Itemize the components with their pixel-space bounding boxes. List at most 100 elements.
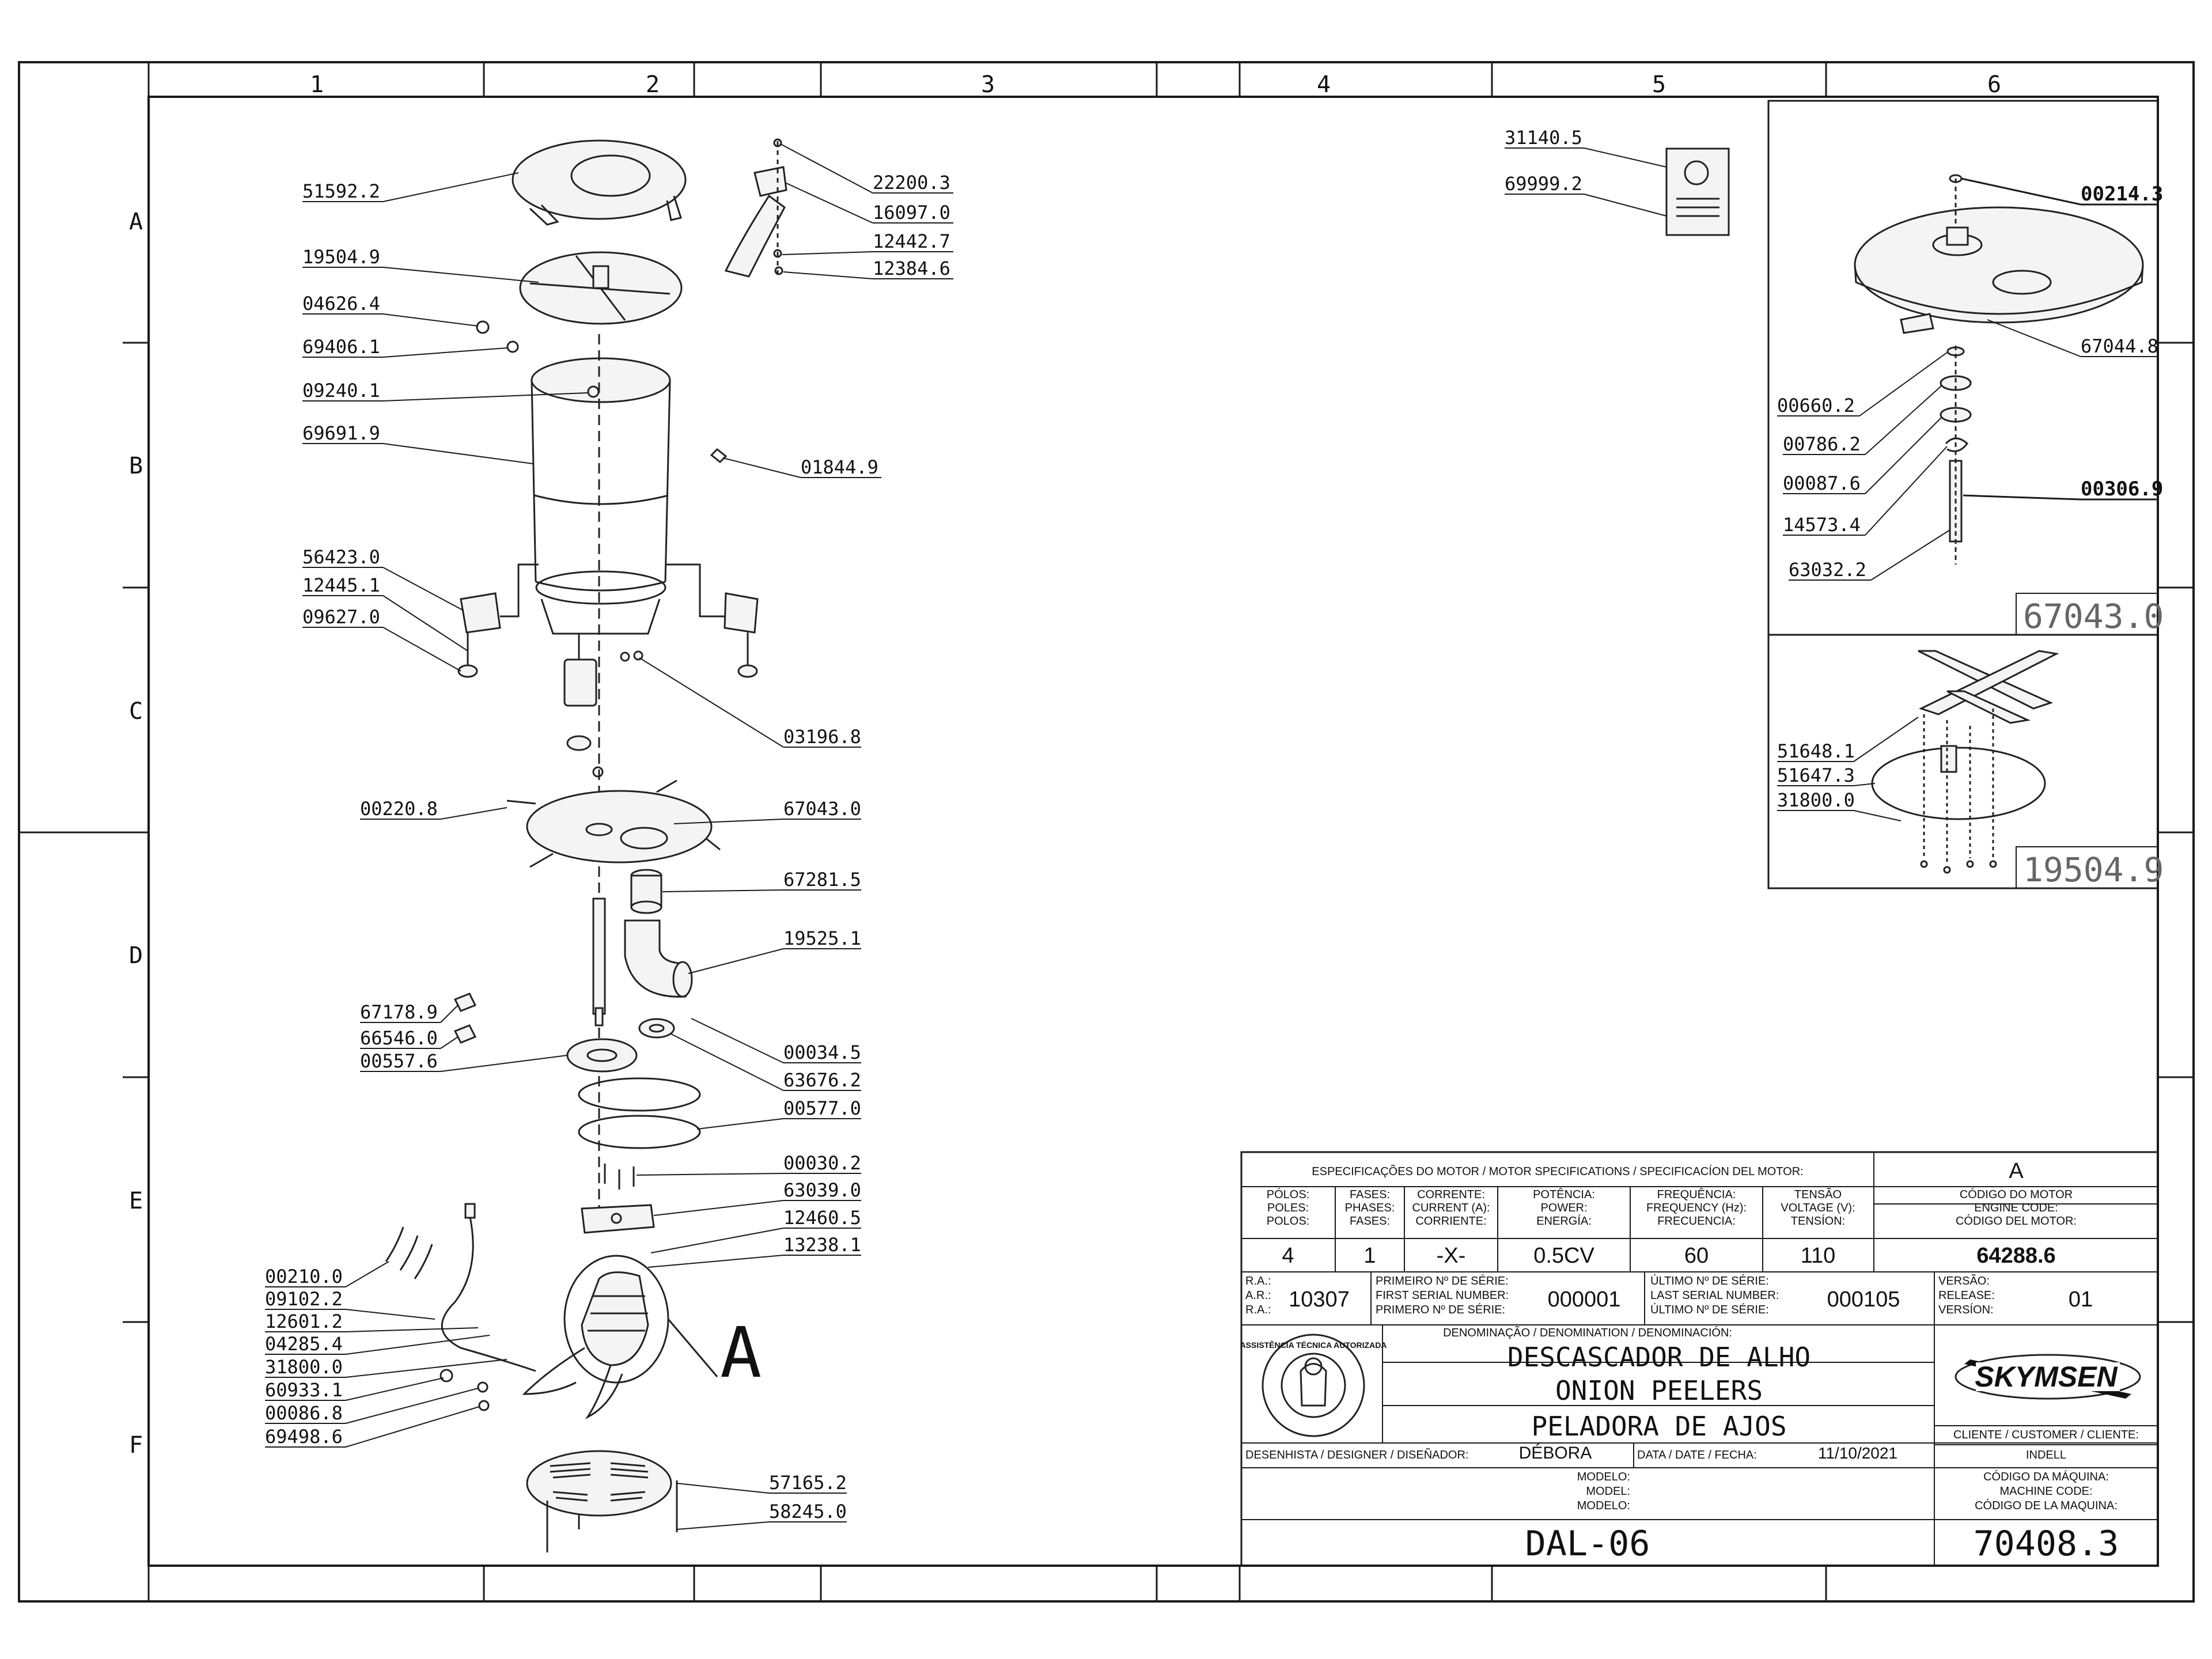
detail-box-67043: 00214.3 67044.8 00660.2 00786.2 00087.6 … [1767,100,2164,636]
seal-text: ASSISTÊNCIA TÉCNICA AUTORIZADA [1240,1340,1387,1350]
svg-text:69498.6: 69498.6 [265,1426,343,1448]
title-block: ESPECIFICAÇÕES DO MOTOR / MOTOR SPECIFIC… [1240,1151,2159,1567]
grid-col-3: 3 [981,71,995,98]
svg-text:MODELO:: MODELO: [1577,1471,1630,1483]
label-04285-4: 04285.4 [265,1333,490,1355]
svg-text:00030.2: 00030.2 [783,1152,861,1174]
svg-text:69691.9: 69691.9 [302,422,380,444]
elbow-pipe [624,919,693,998]
svg-text:00220.8: 00220.8 [360,798,438,820]
svg-text:FREQUÊNCIA:: FREQUÊNCIA: [1657,1188,1736,1201]
label-22200-3: 22200.3 [780,143,953,194]
svg-text:56423.0: 56423.0 [302,546,380,568]
brand-name: SKYMSEN [1975,1361,2118,1393]
svg-text:VOLTAGE (V):: VOLTAGE (V): [1781,1202,1855,1214]
voltage-value: 110 [1801,1244,1836,1268]
bottom-vent-plate [526,1450,678,1552]
svg-text:VERSÍON:: VERSÍON: [1938,1303,1994,1316]
label-12601-2: 12601.2 [265,1310,479,1332]
grid-row-labels: A B C D E F [129,209,143,1459]
label-56423-0: 56423.0 [302,546,464,611]
detail-b-label-51647-3: 51647.3 [1777,764,1876,786]
svg-text:12601.2: 12601.2 [265,1310,343,1332]
svg-text:MACHINE CODE:: MACHINE CODE: [1999,1485,2092,1498]
svg-text:67043.0: 67043.0 [2023,597,2164,636]
svg-text:31800.0: 31800.0 [265,1356,343,1378]
detail-box-19504: 51648.1 51647.3 31800.0 19504.9 [1767,634,2164,889]
svg-text:00557.6: 00557.6 [360,1050,438,1072]
svg-text:14573.4: 14573.4 [1783,514,1861,536]
label-57165-2: 57165.2 [676,1472,847,1494]
label-16097-0: 16097.0 [786,183,953,224]
svg-text:04626.4: 04626.4 [302,293,380,315]
label-66546-0: 66546.0 [360,1027,459,1049]
name-pt: DESCASCADOR DE ALHO [1508,1342,1810,1373]
svg-text:00087.6: 00087.6 [1783,472,1861,494]
svg-text:PÓLOS:: PÓLOS: [1267,1188,1309,1201]
svg-text:POWER:: POWER: [1540,1202,1587,1214]
denomination-label: DENOMINAÇÃO / DENOMINATION / DENOMINACIÓ… [1443,1325,1732,1339]
detail-a-label-00214-3: 00214.3 [1961,177,2163,206]
svg-text:FREQUENCY (Hz):: FREQUENCY (Hz): [1646,1202,1747,1214]
grid-column-labels: 1 2 3 4 5 6 [310,71,2001,98]
svg-text:CORRENTE:: CORRENTE: [1417,1188,1485,1201]
svg-text:09240.1: 09240.1 [302,380,380,402]
svg-text:POLES:: POLES: [1267,1202,1309,1214]
svg-text:31140.5: 31140.5 [1505,127,1582,149]
revision-letter: A [2009,1159,2024,1183]
power-cable [385,1203,536,1411]
svg-text:00577.0: 00577.0 [783,1097,861,1119]
label-69498-6: 69498.6 [265,1406,480,1448]
power-value: 0.5CV [1533,1244,1594,1268]
detail-a-label-00306-9: 00306.9 [1963,478,2163,501]
svg-text:69406.1: 69406.1 [302,336,380,358]
client-label: CLIENTE / CUSTOMER / CLIENTE: [1953,1429,2139,1441]
label-69406-1: 69406.1 [302,336,507,358]
chute-bracket [724,138,787,278]
label-12384-6: 12384.6 [783,257,953,279]
designer-value: DÉBORA [1519,1444,1592,1463]
svg-text:13238.1: 13238.1 [783,1234,861,1256]
svg-text:01844.9: 01844.9 [801,456,878,478]
svg-text:58245.0: 58245.0 [769,1501,847,1522]
label-69691-9: 69691.9 [302,422,533,464]
plate [506,779,721,868]
label-31800-0: 31800.0 [265,1356,507,1378]
callout-a: A [563,1255,762,1393]
svg-text:ENGINE CODE:: ENGINE CODE: [1974,1202,2058,1214]
grid-col-4: 4 [1317,71,1331,98]
svg-text:04285.4: 04285.4 [265,1333,343,1355]
sleeve [630,869,662,914]
label-67178-9: 67178.9 [360,1001,459,1023]
svg-text:ÚLTIMO Nº DE SÉRIE:: ÚLTIMO Nº DE SÉRIE: [1650,1274,1769,1287]
label-00210-0: 00210.0 [265,1261,389,1287]
svg-text:00210.0: 00210.0 [265,1266,343,1287]
svg-text:FASES:: FASES: [1350,1215,1390,1228]
feet-brackets [457,563,759,678]
svg-text:12445.1: 12445.1 [302,574,380,596]
svg-text:60933.1: 60933.1 [265,1379,343,1401]
poles-value: 4 [1282,1244,1294,1268]
model-value: DAL-06 [1525,1524,1650,1564]
label-00086-8: 00086.8 [265,1388,479,1424]
svg-text:12460.5: 12460.5 [783,1207,861,1229]
ra-value: 10307 [1289,1287,1350,1312]
svg-text:PRIMERO Nº DE SÉRIE:: PRIMERO Nº DE SÉRIE: [1376,1303,1505,1316]
detail-b-label-51648-1: 51648.1 [1777,717,1919,762]
svg-text:00660.2: 00660.2 [1777,395,1855,416]
svg-text:66546.0: 66546.0 [360,1027,438,1049]
label-67043-0: 67043.0 [673,798,861,824]
svg-text:CÓDIGO DEL MOTOR:: CÓDIGO DEL MOTOR: [1956,1214,2077,1228]
svg-text:51647.3: 51647.3 [1777,764,1855,786]
svg-text:FRECUENCIA:: FRECUENCIA: [1657,1215,1736,1228]
switch-box [563,634,643,707]
svg-text:00306.9: 00306.9 [2081,478,2163,501]
grid-row-d: D [129,942,143,969]
svg-text:CURRENT (A):: CURRENT (A): [1412,1202,1490,1214]
grid-col-6: 6 [1987,71,2001,98]
label-12442-7: 12442.7 [782,230,953,255]
svg-text:VERSÃO:: VERSÃO: [1938,1274,1990,1287]
svg-text:POTÊNCIA:: POTÊNCIA: [1533,1188,1595,1201]
svg-text:67043.0: 67043.0 [783,798,861,820]
svg-text:MODEL:: MODEL: [1586,1485,1630,1498]
